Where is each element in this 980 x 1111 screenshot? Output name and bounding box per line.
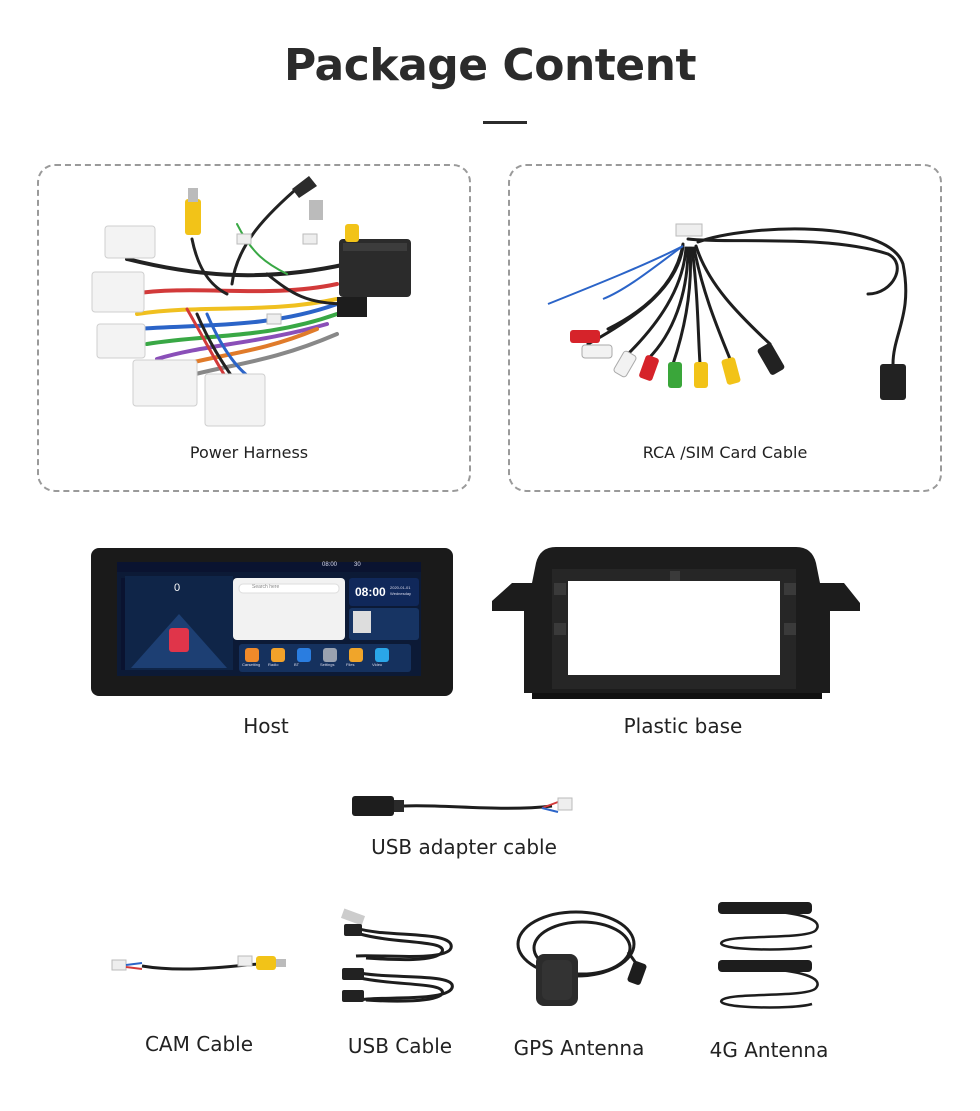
cam-cable-image [111, 955, 286, 971]
host-search-hint: Search here [252, 584, 280, 590]
card-power-harness [37, 164, 471, 492]
antenna-4g-image [718, 902, 819, 1009]
plastic-base-image [492, 547, 860, 699]
label-plastic-base: Plastic base [623, 714, 743, 738]
label-host: Host [243, 714, 289, 738]
gps-antenna-image [516, 910, 647, 1006]
app-label-carsetting: Carsetting [242, 662, 261, 667]
app-label-radio: Radio [268, 662, 279, 667]
usb-cable-image [340, 908, 454, 1003]
rca-sim-cable-image [547, 223, 908, 400]
label-power-harness: Power Harness [189, 443, 309, 462]
label-usb-cable: USB Cable [347, 1034, 453, 1058]
host-volume: 30 [354, 562, 361, 568]
label-usb-adapter-cable: USB adapter cable [371, 835, 557, 859]
host-clock: 08:00 [355, 585, 386, 599]
app-label-files: Files [346, 662, 355, 667]
label-gps-antenna: GPS Antenna [513, 1036, 645, 1060]
app-label-video: Video [372, 662, 383, 667]
label-cam-cable: CAM Cable [144, 1032, 254, 1056]
card-rca-sim-cable [508, 164, 942, 492]
label-4g-antenna: 4G Antenna [709, 1038, 829, 1062]
app-label-bt: BT [294, 662, 300, 667]
host-weekday: Wednesday [390, 591, 412, 596]
power-harness-image [91, 176, 411, 427]
title-underline [483, 121, 527, 124]
host-speed: 0 [174, 582, 181, 594]
page-title: Package Content [283, 40, 697, 91]
host-image [91, 548, 453, 696]
usb-adapter-cable-image [352, 796, 573, 816]
host-date: 2020-01-01 [390, 585, 411, 590]
host-status-time: 08:00 [322, 562, 338, 568]
label-rca-sim-cable: RCA /SIM Card Cable [642, 443, 808, 462]
app-label-settings: Settings [320, 662, 335, 667]
host-app-labels: Carsetting Radio BT Settings Files Video [242, 662, 422, 667]
